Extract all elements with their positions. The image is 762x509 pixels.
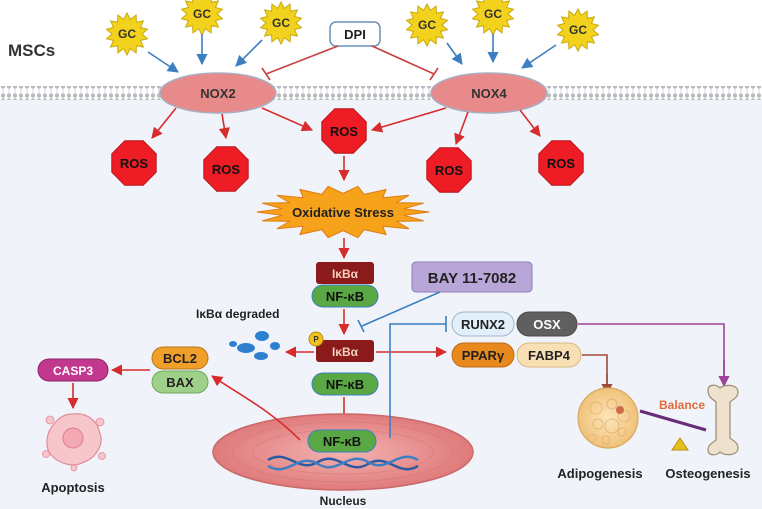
nfkb-label: NF-κB [323,434,361,449]
ikba-box-top [316,262,374,284]
ikba-box-phosphorylated [316,340,374,362]
ros-label: ROS [547,156,576,171]
ikba-label: IκBα [332,345,359,359]
ros-octagon-2: ROS [203,146,249,192]
casp3-label: CASP3 [53,364,93,378]
ros-label: ROS [330,124,359,139]
nucleus-label: Nucleus [320,494,367,508]
ikba-label: IκBα [332,267,359,281]
nfkb-label: NF-κB [326,377,364,392]
osteogenesis-label: Osteogenesis [665,466,750,481]
oxidative-stress-label: Oxidative Stress [292,205,394,220]
gc-label: GC [118,27,136,41]
gc-star-4: GC [405,2,449,48]
balance-label: Balance [659,398,705,412]
phosphate-circle [308,331,324,347]
ros-group: ROS ROS ROS ROS ROS [111,108,584,193]
nox4-enzyme [430,72,548,114]
runx2-label: RUNX2 [461,317,505,332]
oxidative-stress-burst: Oxidative Stress [256,185,430,239]
balance-beam [639,409,707,432]
nfkb-box-top [311,284,379,308]
nox2-enzyme [159,72,277,114]
ikba-degraded-label: IκBα degraded [196,307,279,321]
apoptotic-cell-icon [42,413,106,472]
ros-arrows [151,107,541,146]
gc-label: GC [418,18,436,32]
gc-star-6: GC [556,7,600,53]
adipocyte-icon [577,387,639,449]
ros-octagon-4: ROS [426,147,472,193]
dpi-box [329,21,381,47]
nucleus-to-bax-arrow [211,375,301,441]
cell-membrane [0,86,762,100]
dna-helix [267,455,419,471]
gc-star-1: GC [105,11,149,57]
gc-group: GC GC GC GC GC GC [105,0,600,57]
gc-label: GC [484,7,502,21]
ros-octagon-1: ROS [111,140,157,186]
ros-octagon-3: ROS [321,108,367,154]
gc-star-3: GC [259,0,303,46]
bax-label: BAX [166,375,194,390]
gc-star-2: GC [180,0,224,37]
fabp4-box [516,342,582,368]
casp3-box [37,358,109,382]
bay-inhibitor-box [411,261,533,293]
ros-label: ROS [435,163,464,178]
nfkb-box-nucleus [307,429,377,453]
runx2-box [451,311,515,337]
nox4-label: NOX4 [471,86,507,101]
gc-label: GC [272,16,290,30]
ros-octagon-5: ROS [538,140,584,186]
dpi-inhibition [261,45,439,81]
bone-icon [707,384,739,456]
phosphate-label: P [313,335,319,344]
nfkb-label: NF-κB [326,289,364,304]
bay-label: BAY 11-7082 [428,270,516,287]
nox2-label: NOX2 [200,86,235,101]
bay-inhibition [357,291,441,333]
osx-box [516,311,578,337]
apoptosis-label: Apoptosis [41,480,105,495]
balance-fulcrum [671,437,689,451]
adipogenesis-label: Adipogenesis [557,466,642,481]
ppar-label: PPARγ [462,348,505,363]
runx2-inhibition [389,316,447,438]
cell-type-label: MSCs [8,41,55,60]
ros-label: ROS [212,162,241,177]
bcl2-label: BCL2 [163,351,197,366]
nfkb-box-free [311,372,379,396]
gc-label: GC [193,7,211,21]
bcl2-box [151,346,209,370]
degraded-fragments [229,331,280,360]
fabp4-label: FABP4 [528,348,571,363]
gc-label: GC [569,23,587,37]
osx-label: OSX [533,317,561,332]
ppar-box [451,342,515,368]
ros-label: ROS [120,156,149,171]
gc-arrows [147,34,557,73]
dpi-label: DPI [344,27,366,42]
bax-box [151,370,209,394]
gc-star-5: GC [471,0,515,37]
